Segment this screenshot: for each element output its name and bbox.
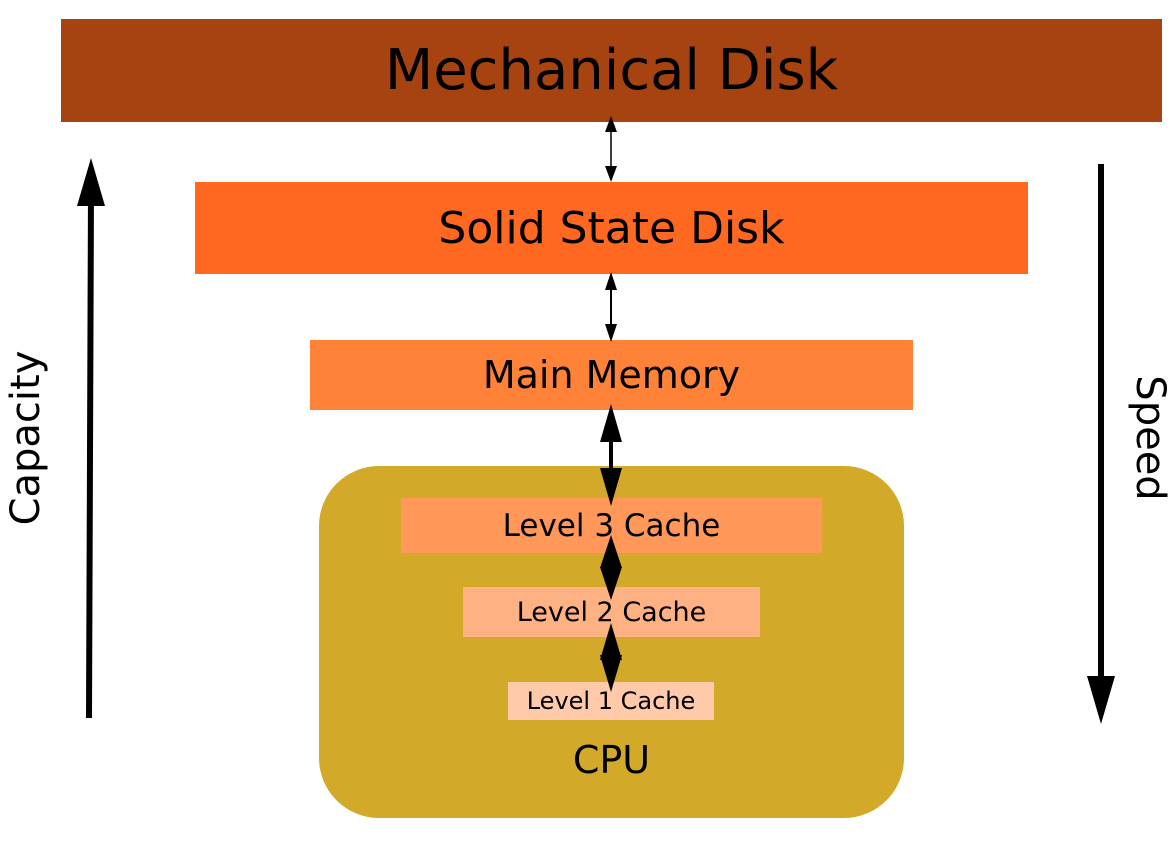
- level2-cache-label: Level 2 Cache: [516, 596, 707, 628]
- capacity-label: Capacity: [3, 350, 49, 526]
- solid-state-disk-label: Solid State Disk: [438, 202, 785, 254]
- capacity-arrow: [77, 158, 105, 719]
- speed-label: Speed: [1127, 375, 1173, 501]
- arrow-mech-ssd: [605, 116, 617, 182]
- main-memory-label: Main Memory: [482, 353, 741, 397]
- mechanical-disk-label: Mechanical Disk: [384, 38, 839, 103]
- solid-state-disk-box: Solid State Disk: [195, 182, 1028, 274]
- arrow-l2-l1: [600, 623, 622, 692]
- arrow-ssd-memory: [605, 272, 617, 342]
- mechanical-disk-box: Mechanical Disk: [61, 19, 1162, 122]
- cpu-label: CPU: [572, 738, 651, 782]
- main-memory-box: Main Memory: [310, 340, 913, 410]
- speed-arrow: [1087, 164, 1115, 724]
- arrow-l3-l2: [600, 535, 622, 600]
- arrow-memory-l3: [600, 404, 622, 506]
